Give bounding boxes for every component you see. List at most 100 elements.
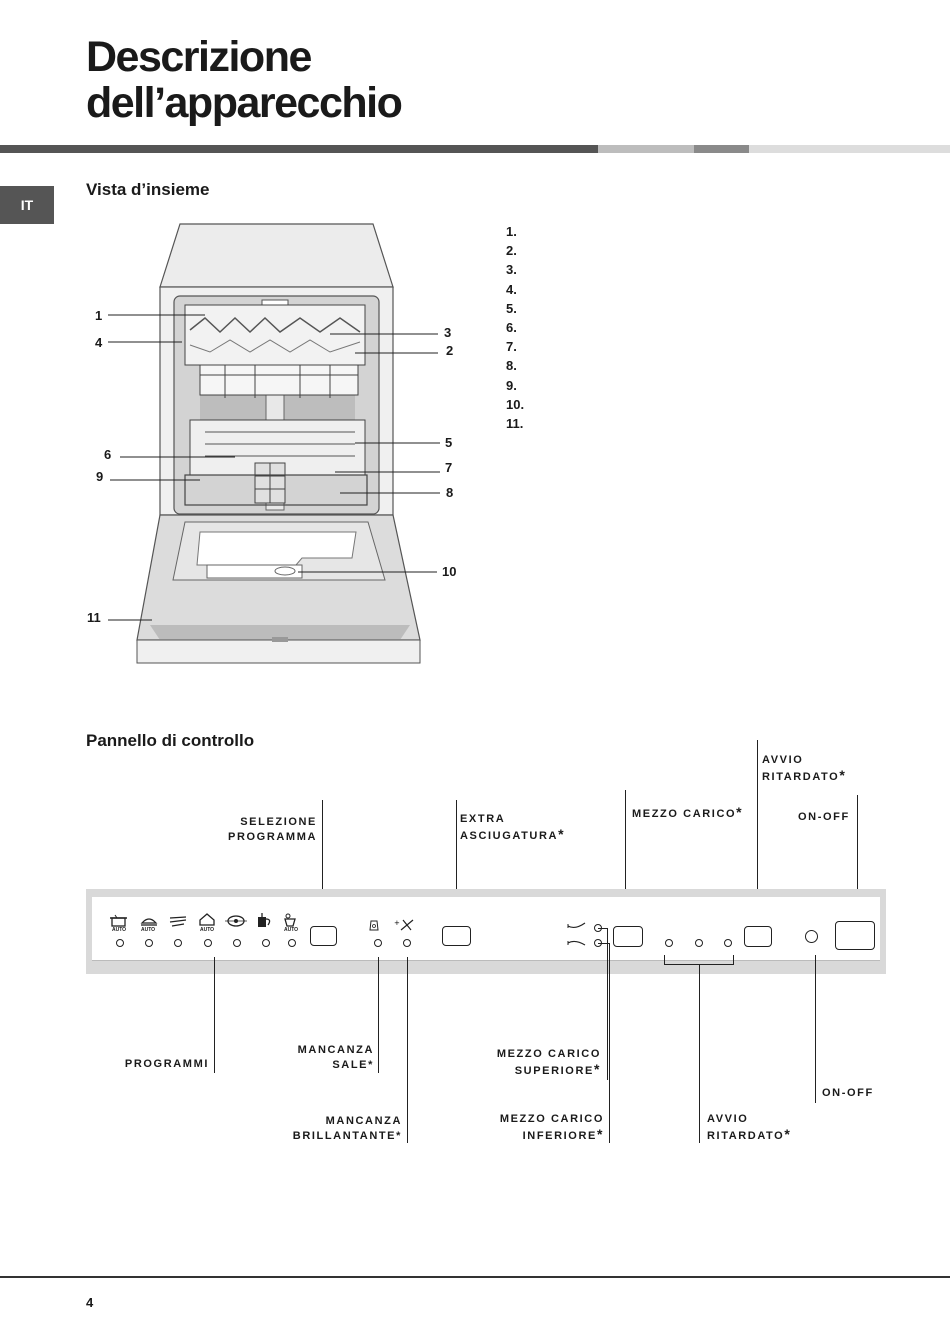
callout-1: 1	[95, 308, 103, 323]
header-rule-mid	[694, 145, 749, 153]
leader-line	[607, 928, 608, 1080]
casserole-icon	[140, 918, 158, 926]
callout-7: 7	[445, 460, 453, 475]
program-led	[204, 939, 212, 947]
callout-8: 8	[446, 485, 454, 500]
rinse-icon	[169, 916, 187, 927]
label-selezione-programma: SELEZIONE PROGRAMMA	[228, 816, 317, 843]
label-avvio-ritardato-bottom: AVVIO RITARDATO*	[707, 1113, 792, 1142]
asterisk: *	[784, 1126, 792, 1142]
callout-3: 3	[444, 325, 452, 340]
asterisk: *	[736, 804, 744, 820]
auto-tag: AUTO	[284, 927, 299, 933]
delay-led	[695, 939, 703, 947]
pan-icon	[110, 914, 127, 927]
header-rule-dark	[0, 145, 598, 153]
callout-11: 11	[87, 610, 101, 625]
header-rule-pale	[749, 145, 950, 153]
control-panel-heading: Pannello di controllo	[86, 731, 255, 750]
parts-legend: 1. 2. 3. 4. 5. 6. 7. 8. 9. 10. 11.	[506, 222, 524, 433]
house-icon	[199, 913, 215, 926]
auto-tag: AUTO	[141, 927, 156, 933]
legend-item: 9.	[506, 377, 517, 393]
salt-rinse-icons: +	[369, 919, 414, 931]
label-mancanza-sale: MANCANZA SALE*	[297, 1044, 374, 1071]
legend-item: 4.	[506, 281, 517, 297]
half-load-button[interactable]	[613, 926, 643, 947]
legend-item: 5.	[506, 300, 517, 316]
bracket-line	[733, 955, 734, 964]
legend-item: 7.	[506, 339, 517, 355]
leader-line	[598, 943, 610, 944]
program-led	[262, 939, 270, 947]
program-led	[145, 939, 153, 947]
asterisk: *	[558, 826, 566, 842]
legend-item: 8.	[506, 358, 517, 374]
label-mezzo-carico-superiore: MEZZO CARICO SUPERIORE*	[496, 1048, 601, 1077]
leader-line	[815, 955, 816, 1103]
leader-line	[456, 800, 457, 928]
glass-icon	[258, 913, 271, 927]
program-led	[116, 939, 124, 947]
half-load-icons	[567, 922, 586, 946]
legend-item: 10.	[506, 396, 525, 412]
eco-icon	[225, 915, 247, 927]
salt-led	[374, 939, 382, 947]
svg-text:+: +	[394, 919, 400, 927]
page-title: Descrizione dell’apparecchio	[86, 33, 403, 126]
leader-line	[699, 965, 700, 1143]
leader-line	[857, 795, 858, 922]
label-extra-asciugatura: EXTRA ASCIUGATURA*	[460, 813, 566, 842]
leader-line	[625, 790, 626, 928]
callout-9: 9	[96, 469, 104, 484]
lower-basket-icon	[567, 940, 586, 946]
callout-4: 4	[95, 335, 103, 350]
leader-line	[609, 943, 610, 1143]
leader-line	[378, 957, 379, 1073]
rinse-aid-icon: +	[394, 919, 414, 931]
dishwasher-illustration	[108, 223, 440, 664]
callout-10: 10	[442, 564, 457, 579]
label-mancanza-brillantante: MANCANZA BRILLANTANTE*	[292, 1115, 402, 1142]
leader-line	[214, 957, 215, 1073]
label-avvio-ritardato-top: AVVIO RITARDATO*	[762, 754, 847, 783]
rinse-aid-led	[403, 939, 411, 947]
delay-start-button[interactable]	[744, 926, 772, 947]
delay-led	[724, 939, 732, 947]
program-led	[233, 939, 241, 947]
program-led	[288, 939, 296, 947]
legend-item: 11.	[506, 415, 524, 431]
label-programmi: PROGRAMMI	[124, 1058, 209, 1070]
header-rule-light	[598, 145, 694, 153]
program-select-button[interactable]	[310, 926, 337, 946]
legend-item: 3.	[506, 262, 517, 278]
program-led	[174, 939, 182, 947]
language-tab: IT	[0, 186, 54, 224]
leader-line	[322, 800, 323, 928]
title-line-1: Descrizione	[86, 33, 312, 81]
callout-5: 5	[445, 435, 453, 450]
teapot-icon	[284, 913, 296, 927]
on-off-button[interactable]	[835, 921, 875, 950]
label-mezzo-carico: MEZZO CARICO*	[632, 804, 744, 821]
label-on-off-bottom: ON-OFF	[822, 1087, 874, 1099]
label-mezzo-carico-inferiore: MEZZO CARICO INFERIORE*	[499, 1113, 604, 1142]
overview-heading: Vista d’insieme	[86, 180, 210, 199]
program-icons	[110, 913, 296, 927]
on-off-indicator	[805, 930, 818, 943]
asterisk: *	[593, 1061, 601, 1077]
delay-led	[665, 939, 673, 947]
upper-basket-icon	[567, 922, 586, 929]
extra-dry-button[interactable]	[442, 926, 471, 946]
leader-line	[598, 928, 608, 929]
asterisk: *	[596, 1126, 604, 1142]
bracket-line	[664, 955, 665, 964]
salt-icon	[369, 920, 379, 931]
label-on-off-top: ON-OFF	[798, 811, 850, 823]
page-number: 4	[86, 1295, 94, 1310]
leader-line	[407, 957, 408, 1143]
auto-tag: AUTO	[112, 927, 127, 933]
legend-item: 6.	[506, 319, 517, 335]
callout-6: 6	[104, 447, 112, 462]
legend-item: 2.	[506, 243, 517, 259]
